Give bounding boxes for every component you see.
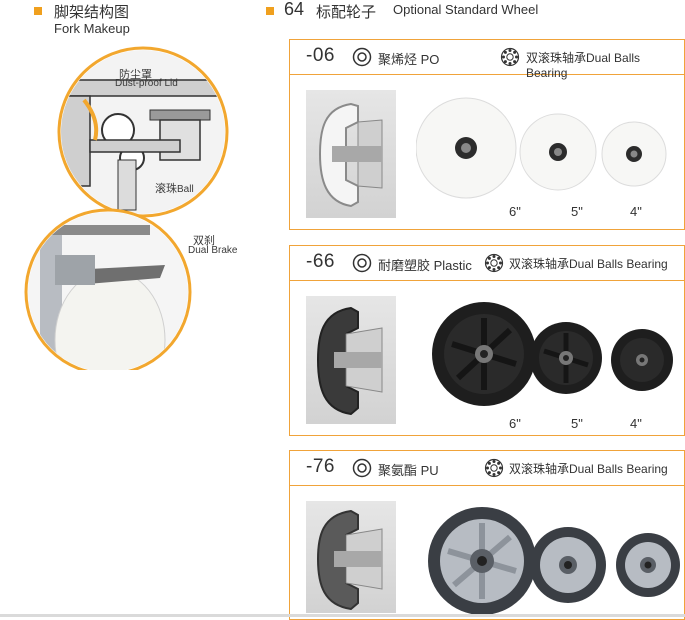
- page-bottom-rule: [0, 614, 685, 617]
- fork-title-en: Fork Makeup: [54, 21, 130, 36]
- wheel-photos: [416, 97, 667, 199]
- brake-label-cn: 双刹: [193, 235, 215, 247]
- size-5: 5": [571, 204, 583, 219]
- section-bullet: [34, 7, 42, 15]
- bearing-icon: [484, 458, 504, 478]
- size-4: 4": [630, 416, 642, 431]
- panel-header: -66 耐磨塑胶 Plastic 双滚珠轴承Dual Balls Bearing: [290, 246, 684, 281]
- wheel-panel-pu: -76 聚氨酯 PU 双滚珠轴承Dual Balls Bearing: [289, 450, 685, 620]
- wheel-cross-section: [306, 90, 396, 218]
- dust-lid-label-cn: 防尘罩: [119, 69, 152, 81]
- ball-label: 滚珠Ball: [155, 180, 194, 196]
- size-6: 6": [509, 204, 521, 219]
- panel-header: -76 聚氨酯 PU 双滚珠轴承Dual Balls Bearing: [290, 451, 684, 486]
- wheel-panel-po: -06 聚烯烃 PO 双滚珠轴承Dual Balls Bearing 6" 5"…: [289, 39, 685, 230]
- target-icon: [352, 253, 372, 273]
- wheel-photos: [432, 302, 673, 406]
- bearing-label: 双滚珠轴承Dual Balls Bearing: [509, 462, 668, 476]
- ball-label-en: Ball: [177, 184, 194, 195]
- bearing-label: 双滚珠轴承Dual Balls Bearing: [526, 51, 641, 80]
- fork-title-cn: 脚架结构图: [54, 4, 130, 21]
- wheel-cross-section: [306, 501, 396, 613]
- wheel-material: 耐磨塑胶 Plastic: [378, 258, 472, 273]
- fork-diagram: [24, 46, 229, 370]
- panel-header: -06 聚烯烃 PO 双滚珠轴承Dual Balls Bearing: [290, 40, 684, 80]
- section-bullet: [266, 7, 274, 15]
- bearing-icon: [484, 253, 504, 273]
- size-5: 5": [571, 416, 583, 431]
- bearing-label: 双滚珠轴承Dual Balls Bearing: [509, 257, 668, 271]
- size-4: 4": [630, 204, 642, 219]
- wheel-cross-section: [306, 296, 396, 424]
- wheel-material: 聚氨酯 PU: [378, 463, 439, 478]
- wheel-panel-plastic: -66 耐磨塑胶 Plastic 双滚珠轴承Dual Balls Bearing…: [289, 245, 685, 436]
- wheel-code: -06: [306, 45, 335, 66]
- wheel-code: -76: [306, 456, 335, 477]
- dust-lid-label-en: Dust-proof Lid: [115, 78, 178, 89]
- wheel-title-en: Optional Standard Wheel: [393, 2, 539, 17]
- page-number: 64: [284, 0, 305, 19]
- size-6: 6": [509, 416, 521, 431]
- target-icon: [352, 458, 372, 478]
- wheel-code: -66: [306, 251, 335, 272]
- wheel-photos: [428, 507, 680, 615]
- brake-label-en: Dual Brake: [188, 245, 238, 256]
- ball-label-cn: 滚珠: [155, 183, 177, 195]
- target-icon: [352, 47, 372, 67]
- wheel-material: 聚烯烃 PO: [378, 52, 440, 67]
- wheel-title-cn: 标配轮子: [316, 4, 377, 21]
- bearing-icon: [500, 47, 520, 67]
